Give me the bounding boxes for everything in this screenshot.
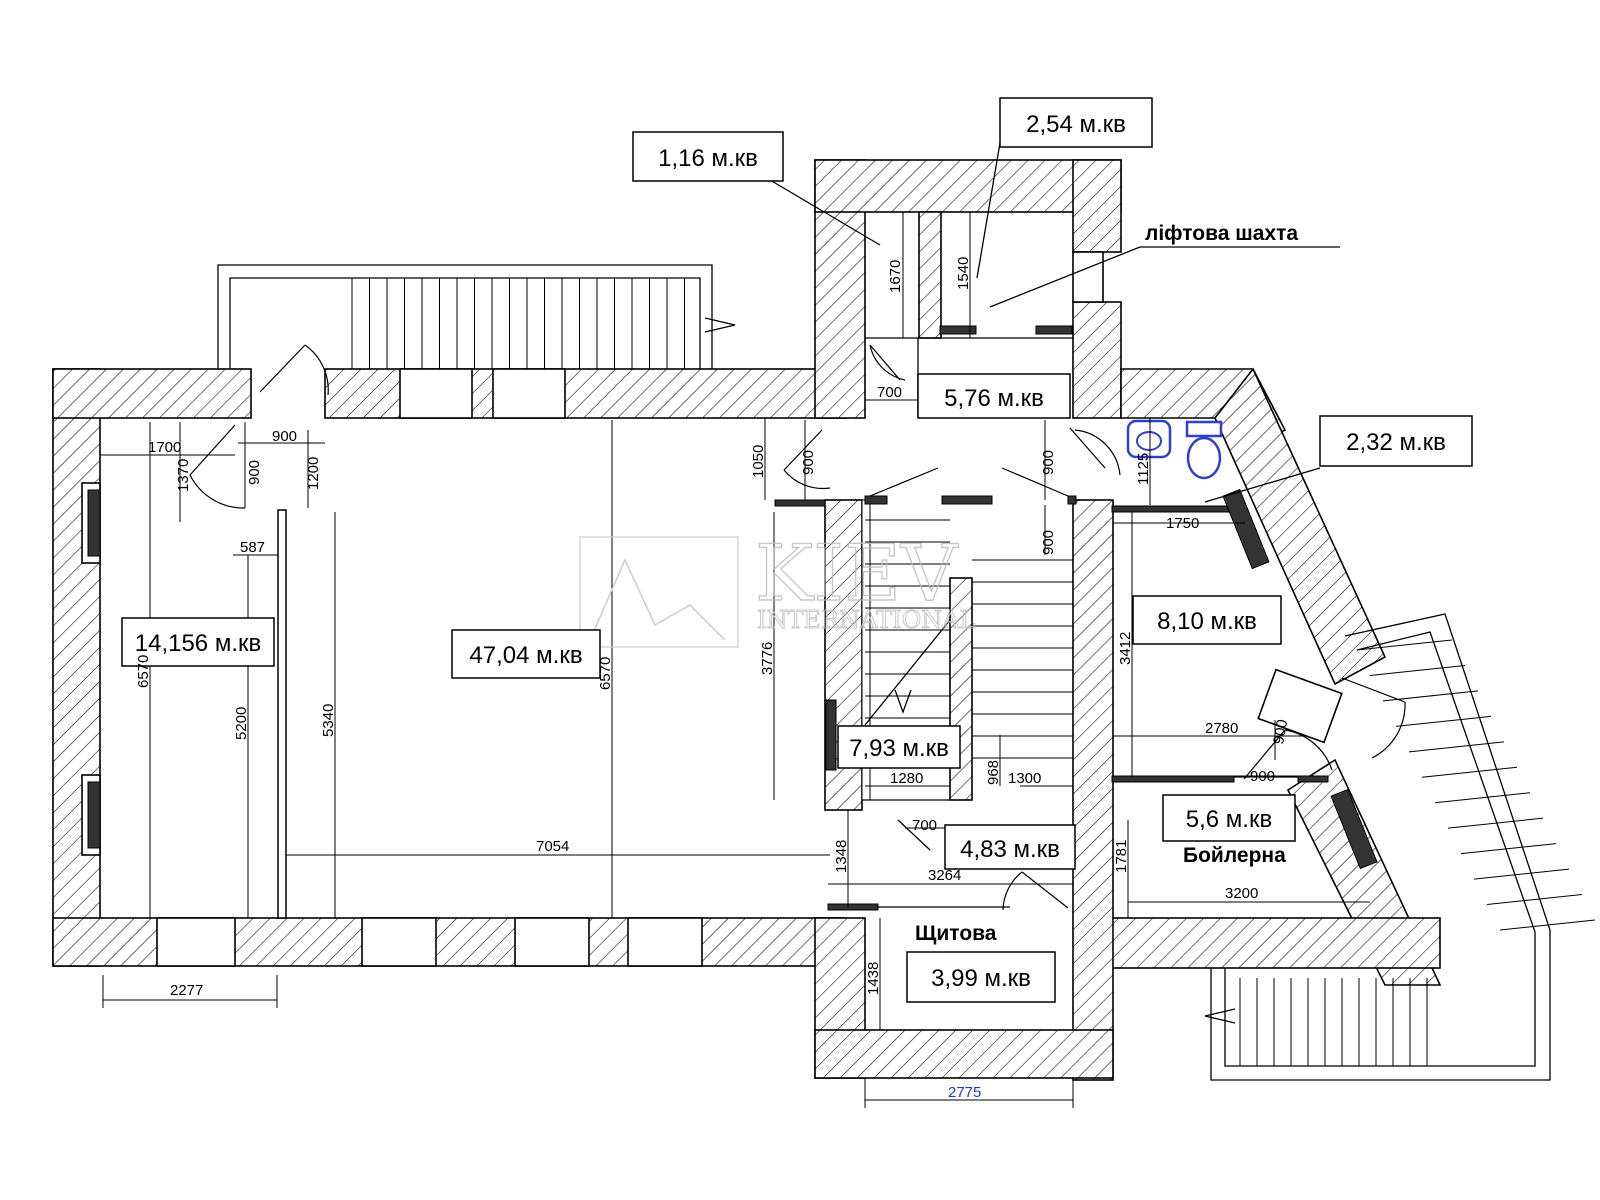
- boiler-room-label: Бойлерна: [1183, 844, 1286, 867]
- dimension-label: 700: [912, 817, 937, 834]
- area-labels: 1,16 м.кв 2,54 м.кв 5,76 м.кв 2,32 м.кв …: [121, 97, 1473, 1003]
- room-area-label: 47,04 м.кв: [469, 642, 582, 669]
- dimension-label: 900: [1040, 450, 1057, 475]
- dimension-label: 6570: [597, 657, 614, 690]
- dimension-label: 900: [800, 450, 817, 475]
- dimension-label: 3200: [1225, 885, 1258, 902]
- dimension-label: 900: [272, 428, 297, 445]
- dimension-label: 7054: [536, 838, 569, 855]
- stair-tread: [1369, 664, 1466, 676]
- dimension-label: 5200: [233, 707, 250, 740]
- dimension-label: 1125: [1135, 453, 1152, 485]
- stair-inner: [864, 519, 1073, 759]
- wall-stair-right: [1072, 499, 1114, 1081]
- room-area-label: 14,156 м.кв: [135, 630, 262, 657]
- room-area-label: 2,32 м.кв: [1346, 429, 1446, 456]
- dimension-label: 1438: [865, 962, 882, 995]
- room-area-label: 5,76 м.кв: [944, 385, 1044, 412]
- windows: [81, 251, 1378, 967]
- dimension-label: 3412: [1117, 632, 1134, 665]
- dimension-label: 900: [1270, 718, 1291, 746]
- fixtures: [1126, 419, 1223, 480]
- dimension-label: 1750: [1166, 515, 1199, 532]
- toilet-icon: [1185, 420, 1223, 480]
- stair-right: [1204, 613, 1596, 1081]
- sink-icon: [1126, 419, 1172, 459]
- dimension-label: 1670: [887, 260, 904, 293]
- wall-tower-right-low: [1072, 301, 1122, 419]
- dimension-label: 968: [985, 760, 1002, 785]
- leader-lines: [769, 142, 1321, 503]
- stair-tread: [1356, 639, 1453, 651]
- dimension-label: 2780: [1205, 720, 1238, 737]
- wall-tower-top: [814, 159, 1122, 213]
- room-area-label: 2,54 м.кв: [1026, 111, 1126, 138]
- dimension-label: 1050: [750, 445, 767, 478]
- stair-tread: [1408, 741, 1505, 753]
- stair-tread: [1499, 919, 1596, 931]
- dimension-label: 900: [246, 460, 263, 485]
- dimension-label: 700: [877, 384, 902, 401]
- dimension-label: 587: [240, 539, 265, 556]
- room-area-label: 5,6 м.кв: [1186, 806, 1272, 833]
- watermark-brand: KIEV: [755, 529, 959, 619]
- dimension-label: 1540: [955, 257, 972, 290]
- stair-tread: [1473, 868, 1570, 880]
- wall-tower-right: [1072, 159, 1122, 253]
- dimension-label: 3776: [759, 642, 776, 675]
- switchboard-room-label: Щитова: [915, 922, 997, 945]
- wall-shaft-bottom: [814, 1029, 1114, 1079]
- dimension-label: 6570: [135, 655, 152, 688]
- dimension-label: 900: [1040, 530, 1057, 555]
- wall-lift-divider: [918, 211, 942, 339]
- dimension-label: 5340: [320, 704, 337, 737]
- doors: [189, 344, 1406, 911]
- room-area-label: 4,83 м.кв: [960, 836, 1060, 863]
- stair-tread: [1421, 766, 1518, 778]
- dimension-lines: [100, 212, 1370, 1108]
- dimension-label: 1781: [1113, 840, 1130, 873]
- wall-left: [52, 368, 101, 967]
- wall-bottom-right: [1074, 917, 1441, 969]
- stair-tread: [1447, 817, 1544, 829]
- dimension-label: 1300: [1008, 770, 1041, 787]
- stair-tread: [1395, 715, 1492, 727]
- dimension-label: 1370: [175, 459, 192, 492]
- dimension-label: 1348: [833, 840, 850, 873]
- stair-tread: [1434, 792, 1531, 804]
- room-area-label: 1,16 м.кв: [658, 145, 758, 172]
- dimension-texts: 1700 1370 900 1200 900 587 6570 5200 534…: [135, 257, 1291, 1101]
- dimension-label: 1200: [305, 457, 322, 490]
- stair-tread: [1486, 894, 1583, 906]
- wall-right-diagonal: [1214, 367, 1387, 686]
- dimension-label: 1280: [890, 770, 923, 787]
- stair-top: [217, 264, 736, 369]
- partitions: [277, 325, 1329, 919]
- room-names: ліфтова шахта Бойлерна Щитова: [915, 222, 1340, 945]
- room-area-label: 8,10 м.кв: [1157, 608, 1257, 635]
- dimension-label: 1700: [148, 439, 181, 456]
- dimension-label: 2277: [170, 982, 203, 999]
- dimension-label: 900: [1250, 768, 1275, 785]
- stair-tread: [1460, 843, 1557, 855]
- lift-shaft-label: ліфтова шахта: [1145, 222, 1298, 245]
- dimension-label: 2775: [948, 1084, 981, 1101]
- room-area-label: 7,93 м.кв: [849, 735, 949, 762]
- watermark: KIEV INTERNATIONAL: [579, 528, 976, 648]
- room-area-label: 3,99 м.кв: [931, 965, 1031, 992]
- watermark-tagline: INTERNATIONAL: [757, 606, 976, 634]
- dimension-label: 3264: [928, 867, 961, 884]
- wall-top-left: [52, 368, 252, 419]
